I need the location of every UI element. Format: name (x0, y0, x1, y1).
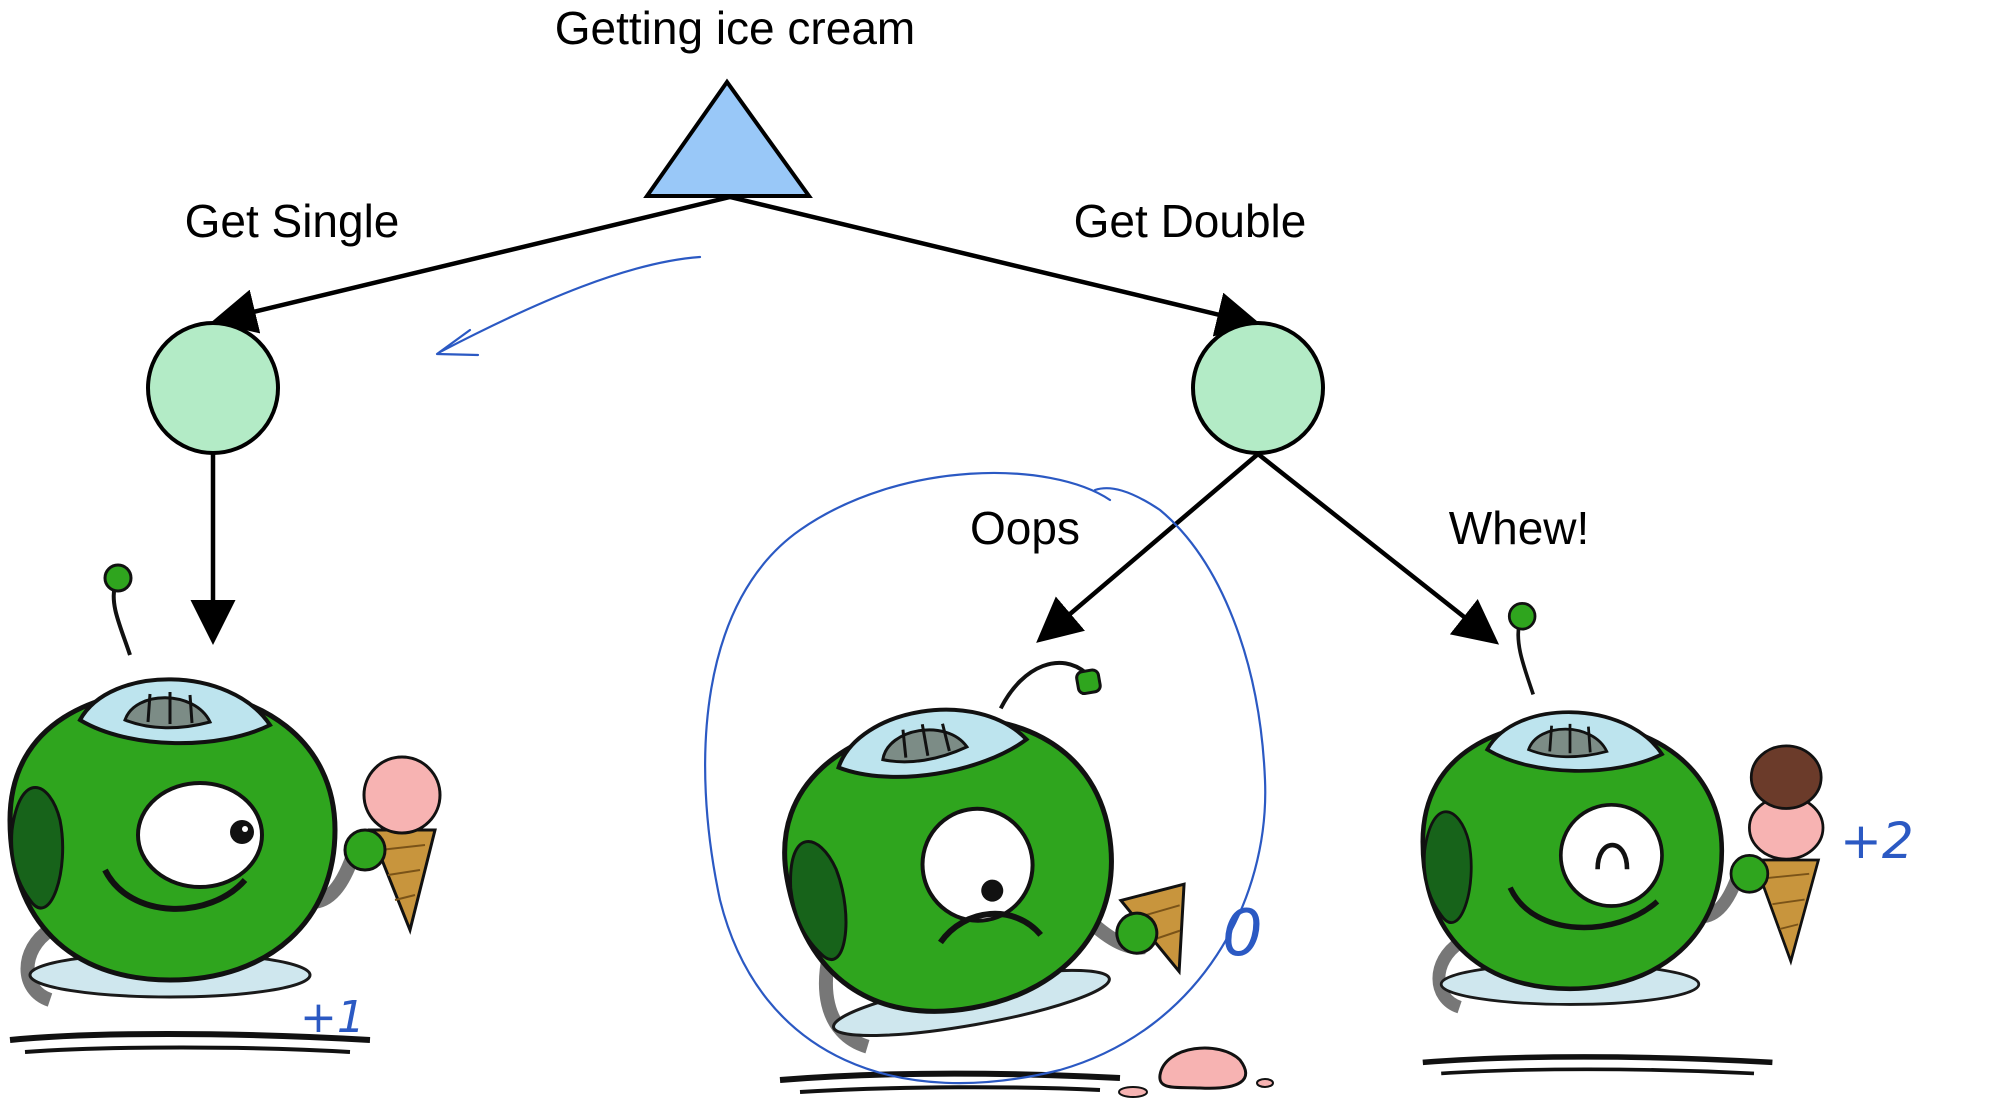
handwritten-score-oops: 0 (1222, 897, 1263, 971)
edge-get-single (211, 194, 731, 334)
chance-node-single (146, 321, 280, 455)
max-node-triangle (643, 78, 813, 198)
edge-oops (1036, 452, 1260, 643)
svg-text:0: 0 (1222, 897, 1263, 971)
edge-whew (1256, 452, 1500, 645)
handwritten-circle-annotation (704, 471, 1267, 1085)
handwritten-arrow-icon (435, 255, 702, 357)
happy-robot-single-cone-icon (10, 563, 442, 1054)
sad-robot-dropped-cone-icon (758, 660, 1186, 1056)
edge-label-whew: Whew! (1449, 502, 1590, 554)
edge-get-double (729, 194, 1262, 337)
happy-robot-double-cone-icon (1423, 601, 1825, 1076)
diagram-title: Getting ice cream (555, 2, 915, 54)
svg-text:+1: +1 (300, 992, 365, 1043)
handwritten-score-single: +1 (300, 992, 365, 1043)
edge-label-get-double: Get Double (1074, 195, 1307, 247)
edge-label-get-single: Get Single (185, 195, 400, 247)
chance-node-double (1191, 321, 1325, 455)
svg-text:+2: +2 (1840, 812, 1914, 870)
handwritten-score-whew: +2 (1840, 812, 1914, 870)
melted-scoop-icon (779, 1046, 1274, 1098)
edge-label-oops: Oops (970, 502, 1080, 554)
